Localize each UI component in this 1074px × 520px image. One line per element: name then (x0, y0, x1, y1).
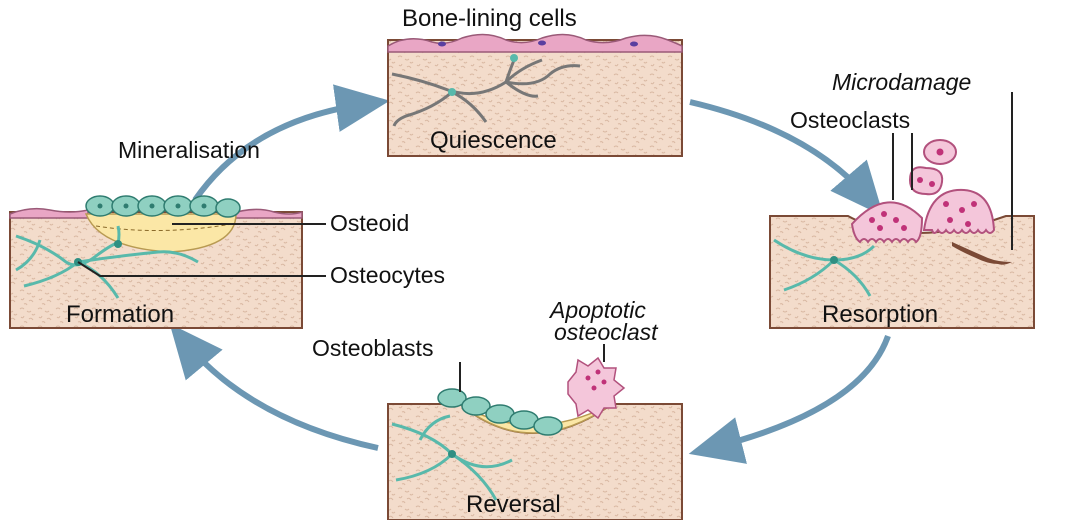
osteoclast-precursor-fusing (910, 167, 942, 194)
label-microdamage: Microdamage (832, 69, 971, 95)
label-reversal: Reversal (466, 491, 561, 518)
arrow-resorption-to-reversal (712, 336, 888, 448)
lining-cell-right (230, 209, 302, 218)
osteoclast-cell-right (924, 190, 994, 233)
osteoclast-precursor-top (924, 140, 956, 164)
lining-cell-left (10, 209, 88, 218)
label-mineralisation: Mineralisation (118, 137, 260, 163)
label-formation: Formation (66, 301, 174, 328)
label-osteoid: Osteoid (330, 210, 409, 236)
resorption-block (770, 140, 1034, 328)
bone-lining-cells (388, 34, 682, 52)
label-osteocytes: Osteocytes (330, 262, 445, 288)
osteoclast-cell-left (852, 202, 922, 242)
label-resorption: Resorption (822, 301, 938, 328)
label-osteoclasts: Osteoclasts (790, 107, 910, 133)
label-osteoblasts: Osteoblasts (312, 335, 433, 361)
label-quiescence: Quiescence (430, 127, 557, 154)
label-apoptotic-line2: osteoclast (554, 319, 659, 345)
label-bone-lining-cells: Bone-lining cells (402, 5, 577, 32)
